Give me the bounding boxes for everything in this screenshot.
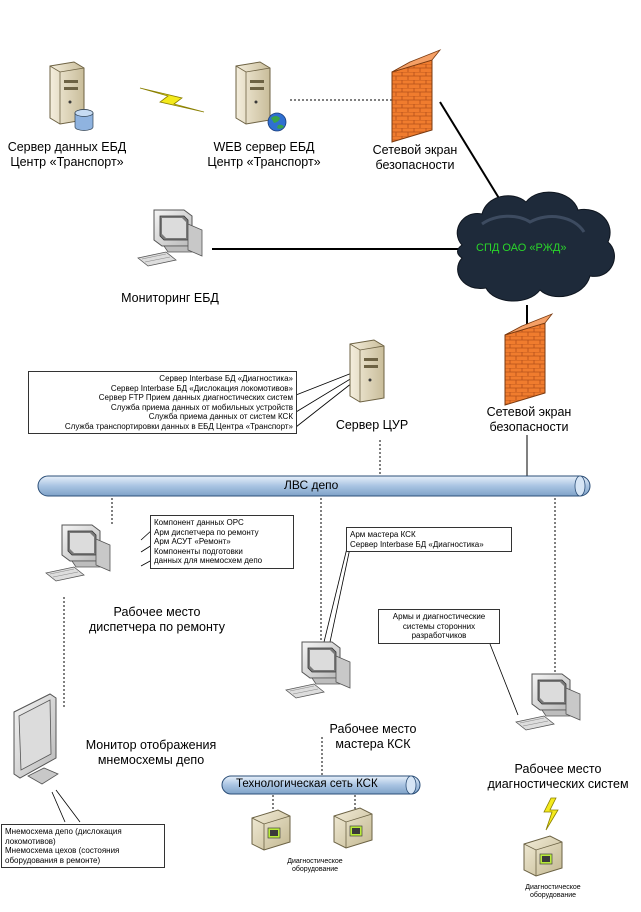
equipment-icon (333, 807, 373, 849)
ksk-master-note: Арм мастера КСК Сервер Interbase БД «Диа… (346, 527, 512, 552)
equipment-icon (523, 835, 563, 877)
monitor-icon (13, 693, 59, 785)
firewall-icon (391, 49, 442, 143)
cur-services-note: Сервер Interbase БД «Диагностика» Сервер… (28, 371, 297, 434)
globe-icon (267, 112, 287, 132)
workstation-icon (45, 524, 111, 582)
database-icon (74, 109, 94, 131)
equipment-icon (251, 809, 291, 851)
cloud-icon (456, 191, 615, 302)
lan-bus (37, 475, 591, 497)
tech-bus (221, 775, 421, 795)
monitoring-label: Мониторинг ЕБД (121, 291, 219, 305)
tech-net-label: Технологическая сеть КСК (236, 778, 378, 790)
third-party-note: Армы и диагностические системы сторонних… (378, 609, 500, 644)
workstation-icon (285, 641, 351, 699)
server-icon (349, 339, 385, 403)
workstation-icon (137, 209, 203, 267)
lightning-icon (543, 797, 559, 831)
workstation-icon (515, 673, 581, 731)
server-icon (235, 61, 271, 125)
mnemo-note: Мнемосхема депо (дислокация локомотивов)… (1, 824, 165, 868)
cur-server-label: Сервер ЦУР (335, 418, 409, 432)
lan-label: ЛВС депо (284, 478, 339, 492)
firewall-icon (504, 313, 554, 406)
links (51, 99, 556, 823)
lightning-icon (139, 87, 205, 113)
cloud-label: СПД ОАО «РЖД» (476, 242, 567, 254)
dispatcher-components-note: Компонент данных OPC Арм диспетчера по р… (150, 515, 294, 569)
